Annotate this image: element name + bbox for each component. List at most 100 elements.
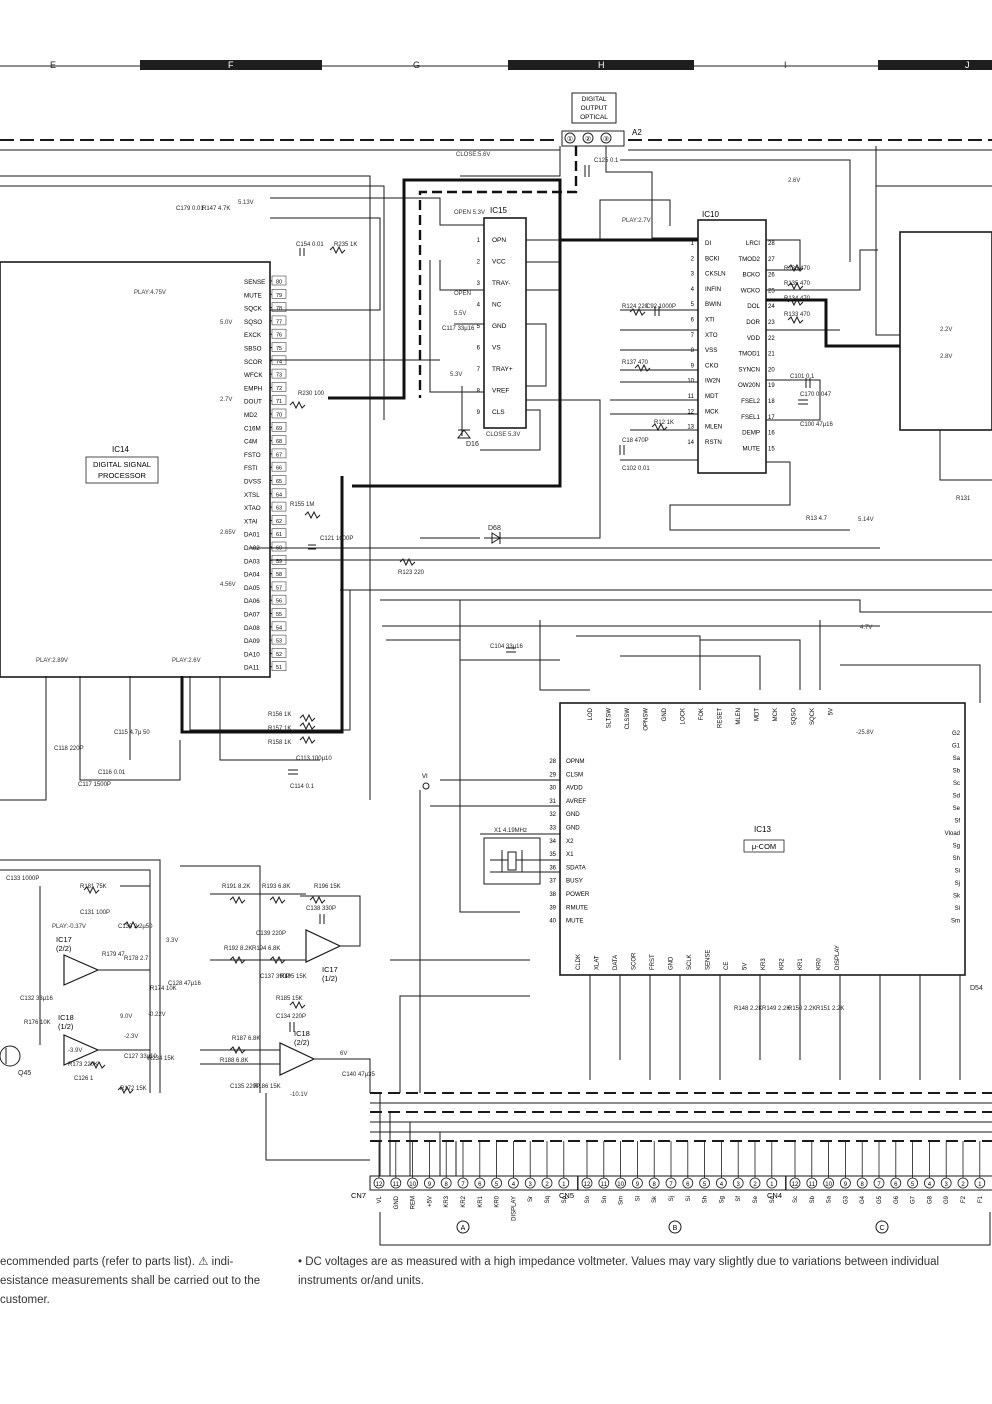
ic10-pin-infin: INFIN — [705, 286, 721, 293]
ic10-pin-lrci: LRCI — [746, 240, 760, 247]
grid-col-h: H — [598, 60, 605, 70]
ic13-pin-bot-cldk-0: CLDK — [576, 954, 582, 970]
label-c134: C134 220P — [276, 1014, 306, 1020]
optical-ref: A2 — [632, 128, 642, 137]
cn4-signal-sc: Sc — [793, 1196, 799, 1203]
label-r136: R136 470 — [784, 266, 811, 272]
volt-open: OPEN — [454, 291, 471, 297]
ic10-pin-fsel1: FSEL1 — [741, 414, 760, 421]
ic14-pin-num-67: 67 — [276, 452, 282, 458]
ic13-pin-top-mdt-9: MDT — [755, 708, 761, 721]
cn5-pin-4: 4 — [720, 1182, 724, 1188]
cn7-signal-vl: VL — [377, 1195, 383, 1203]
optical-label-1: DIGITAL — [582, 96, 607, 103]
ic13-pin-right-sj-12: Sj — [955, 881, 960, 887]
ic13-pin-right-sg-9: Sg — [953, 844, 960, 850]
label-r172: R172 15K — [120, 1086, 147, 1092]
label-c121: C121 1000P — [320, 536, 353, 542]
ic10-pin-syncn: SYNCN — [738, 366, 760, 373]
label-r147: R147 4.7K — [202, 206, 230, 212]
ic13-pin-right-sd-5: Sd — [953, 794, 960, 800]
label-r135: R135 470 — [784, 281, 811, 287]
ic10-pin-xto: XTO — [705, 332, 718, 339]
cn5-pin-8: 8 — [653, 1182, 657, 1188]
ic14-desc-2: PROCESSOR — [98, 471, 147, 480]
right-partial-ic — [899, 231, 992, 431]
ic14-pin-num-66: 66 — [276, 466, 282, 472]
ic10-pin-tmod1: TMOD1 — [738, 351, 760, 358]
volt-514: 5.14V — [858, 517, 874, 523]
ic13-pin-top-clssw-2: CLSSW — [625, 708, 631, 730]
ic13-pin-top-sltsw-1: SLTSW — [607, 708, 613, 729]
ic13-pin-rmute-11: RMUTE — [566, 904, 588, 911]
ic13-pin-num-l34: 34 — [549, 839, 556, 845]
label-r157: R157 1K — [268, 726, 291, 732]
cn7-signal-5v: +5V — [427, 1196, 433, 1207]
volt-close-56: CLOSE:5.6V — [456, 152, 490, 158]
ic13-pin-top-reset-7: RESET — [718, 708, 724, 728]
ic10-pin-mute: MUTE — [742, 445, 760, 452]
ic13-pin-top-gnd-4: GND — [662, 707, 668, 721]
cn4-pin-10: 10 — [825, 1182, 832, 1188]
cn7-signal-sq: Sq — [545, 1196, 551, 1203]
cn7-pin-1: 1 — [562, 1182, 566, 1188]
cn7-pin-2: 2 — [545, 1182, 549, 1188]
label-c100: C100 47μ16 — [800, 422, 833, 428]
cn4-pin-11: 11 — [809, 1182, 816, 1188]
ic13-pin-x2-6: X2 — [566, 838, 574, 845]
ic15-pin-num-1: 1 — [477, 238, 481, 244]
volt-50: 5.0V — [220, 320, 232, 326]
ic14-pin-da08: DA08 — [244, 625, 260, 632]
ic18b-part: (2/2) — [294, 1038, 310, 1047]
label-r133: R133 470 — [784, 312, 811, 318]
ic13-pin-bot-sense-7: SENSE — [706, 950, 712, 970]
ic18b-ref: IC18 — [294, 1029, 310, 1038]
volt-play-475: PLAY:4.75V — [134, 290, 166, 296]
ic14-pin-sense: SENSE — [244, 279, 265, 286]
ic10-pin-tmod2: TMOD2 — [738, 256, 760, 263]
cn5-signal-so: So — [585, 1195, 591, 1203]
ic10-pin-iw2n: IW2N — [705, 378, 720, 385]
ic10-pin-dol: DOL — [747, 303, 760, 310]
ic14-pin-xtsl: XTSL — [244, 492, 260, 499]
ic14-pin-scor: SCOR — [244, 359, 263, 366]
ic13-pin-bot-data-2: DATA — [613, 955, 619, 970]
ic13-pin-x1-7: X1 — [566, 851, 574, 858]
label-r235: R235 1K — [334, 242, 357, 248]
ic13-pin-bot-kr0-13: KR0 — [817, 958, 823, 970]
cn4-pin-5: 5 — [911, 1182, 915, 1188]
ic13-pin-right-sb-3: Sb — [953, 769, 961, 775]
harness-tag-b: B — [673, 1225, 678, 1232]
ic10-pin-num-25: 25 — [768, 288, 775, 294]
ic13-microcontroller: IC13 μ-COM OPNM28CLSM29AVDD30AVREF31GND3… — [549, 702, 966, 976]
ic13-pin-bot-kr3-10: KR3 — [761, 958, 767, 970]
connector-cn4: CN412Sc11Sb10Sa9G38G47G56G65G74G83G92F21… — [767, 1141, 992, 1204]
ic14-pin-num-55: 55 — [276, 612, 282, 618]
ic10-pin-num-27: 27 — [768, 257, 775, 263]
ic10-pin-vss: VSS — [705, 347, 717, 354]
label-r178: R178 2.7 — [124, 956, 149, 962]
cn5-signal-sl: Sl — [635, 1196, 641, 1201]
passive-glyphs — [83, 165, 811, 1095]
label-r155: R155 1M — [290, 502, 314, 508]
label-c130: C130 2.2μ50 — [118, 924, 153, 930]
label-r174: R174 10K — [150, 986, 177, 992]
ic10-pin-num-3: 3 — [691, 272, 695, 278]
label-c92: C92 1000P — [646, 304, 676, 310]
ic10-pin-num-26: 26 — [768, 273, 775, 279]
label-r230: R230 100 — [298, 391, 325, 397]
grid-col-j: J — [965, 60, 970, 70]
ic13-pin-bot-5v-9: 5V — [743, 963, 749, 970]
cn4-ref: CN4 — [767, 1191, 782, 1200]
ic10-pin-num-28: 28 — [768, 241, 775, 247]
ic13-pin-right-sc-4: Sc — [953, 781, 960, 787]
ic15-pin-num-9: 9 — [477, 410, 481, 416]
cn5-pin-2: 2 — [753, 1182, 757, 1188]
ic10-pin-dor: DOR — [746, 319, 760, 326]
ic13-pin-right-sf-7: Sf — [954, 819, 960, 825]
label-c137: C137 390P — [260, 974, 290, 980]
label-r176: R176 10K — [24, 1020, 51, 1026]
heavy-signal-paths — [180, 178, 900, 734]
ic10-pin-num-16: 16 — [768, 431, 775, 437]
